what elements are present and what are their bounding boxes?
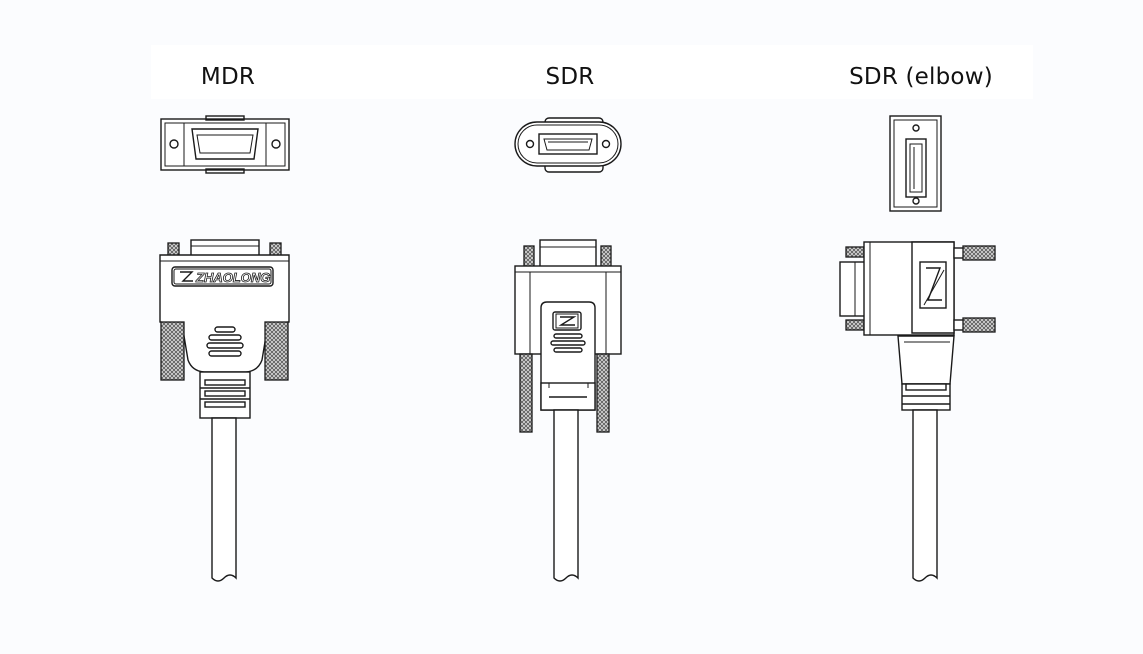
sdr-right-grip (596, 353, 610, 433)
mdr-right-grip (264, 321, 289, 381)
sdr-face-view (514, 117, 622, 173)
mdr-label: MDR (200, 64, 256, 90)
sdr-label: SDR (545, 64, 595, 90)
label-band (151, 45, 1033, 99)
sdr-connector (514, 239, 622, 582)
mdr-left-grip (160, 321, 185, 381)
mdr-logo-text: ZHAOLONG (195, 270, 270, 285)
sdr-elbow-face-view (889, 115, 942, 212)
sdr-left-grip (519, 353, 533, 433)
mdr-connector: ZHAOLONG (159, 239, 290, 582)
sdr-elbow-connector (839, 241, 996, 582)
mdr-face-view (160, 115, 290, 174)
sdr-elbow-label: SDR (elbow) (849, 64, 993, 90)
